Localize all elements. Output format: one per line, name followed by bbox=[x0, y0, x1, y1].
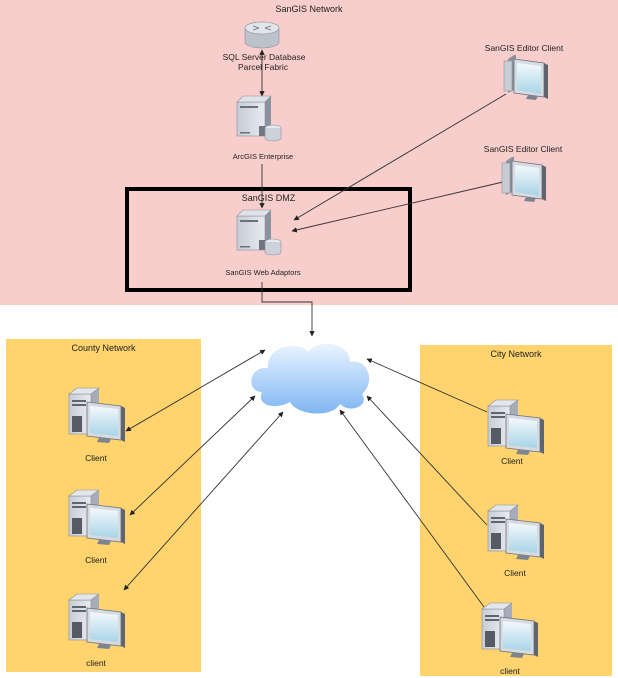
county-client-3-icon bbox=[68, 593, 126, 650]
editor-client-1-icon bbox=[503, 54, 549, 101]
internet-cloud-icon bbox=[251, 343, 370, 414]
county-client-3-label: client bbox=[86, 658, 106, 668]
arcgis-server-icon bbox=[236, 95, 282, 142]
edge-city1-internet bbox=[366, 358, 488, 413]
city-client-1-label: Client bbox=[501, 456, 523, 466]
editor-client-1-label: SanGIS Editor Client bbox=[484, 43, 564, 53]
web-adaptor-label: SanGIS Web Adaptors bbox=[225, 268, 301, 277]
city-client-1-icon bbox=[487, 399, 545, 456]
city-client-2-icon bbox=[487, 504, 545, 561]
sangis-network-label: SanGIS Network bbox=[275, 4, 343, 14]
editor-client-2-icon bbox=[501, 156, 547, 203]
router-label-line1: SQL Server Database bbox=[222, 52, 306, 62]
edge-city3-internet bbox=[339, 409, 485, 608]
edge-county2-internet bbox=[129, 395, 256, 516]
connectors bbox=[123, 49, 507, 608]
city-client-3-label: client bbox=[500, 666, 520, 676]
web-adaptor-server-icon bbox=[236, 209, 282, 256]
router-icon bbox=[244, 21, 280, 49]
edge-county3-internet bbox=[123, 411, 284, 591]
city-network-label: City Network bbox=[490, 349, 542, 359]
city-client-3-icon bbox=[481, 602, 539, 659]
county-client-1-label: Client bbox=[85, 453, 107, 463]
county-network-label: County Network bbox=[71, 343, 136, 353]
dmz-zone bbox=[125, 187, 412, 292]
dmz-label: SanGIS DMZ bbox=[241, 193, 296, 203]
edge-county1-internet bbox=[125, 349, 266, 432]
city-client-2-label: Client bbox=[504, 568, 526, 578]
editor-client-2-label: SanGIS Editor Client bbox=[483, 144, 563, 154]
sangis-network-zone bbox=[0, 0, 618, 305]
arcgis-server-label: ArcGIS Enterprise bbox=[232, 152, 294, 161]
router-label-line2: Parcel Fabric bbox=[237, 62, 289, 72]
edge-city2-internet bbox=[366, 395, 488, 526]
edge-editor2-webadaptor bbox=[291, 181, 504, 233]
county-client-2-label: Client bbox=[85, 555, 107, 565]
county-client-2-icon bbox=[68, 489, 126, 546]
county-client-1-icon bbox=[68, 387, 126, 444]
edge-editor1-webadaptor bbox=[293, 93, 507, 221]
edge-webadaptor-internet bbox=[261, 282, 315, 337]
